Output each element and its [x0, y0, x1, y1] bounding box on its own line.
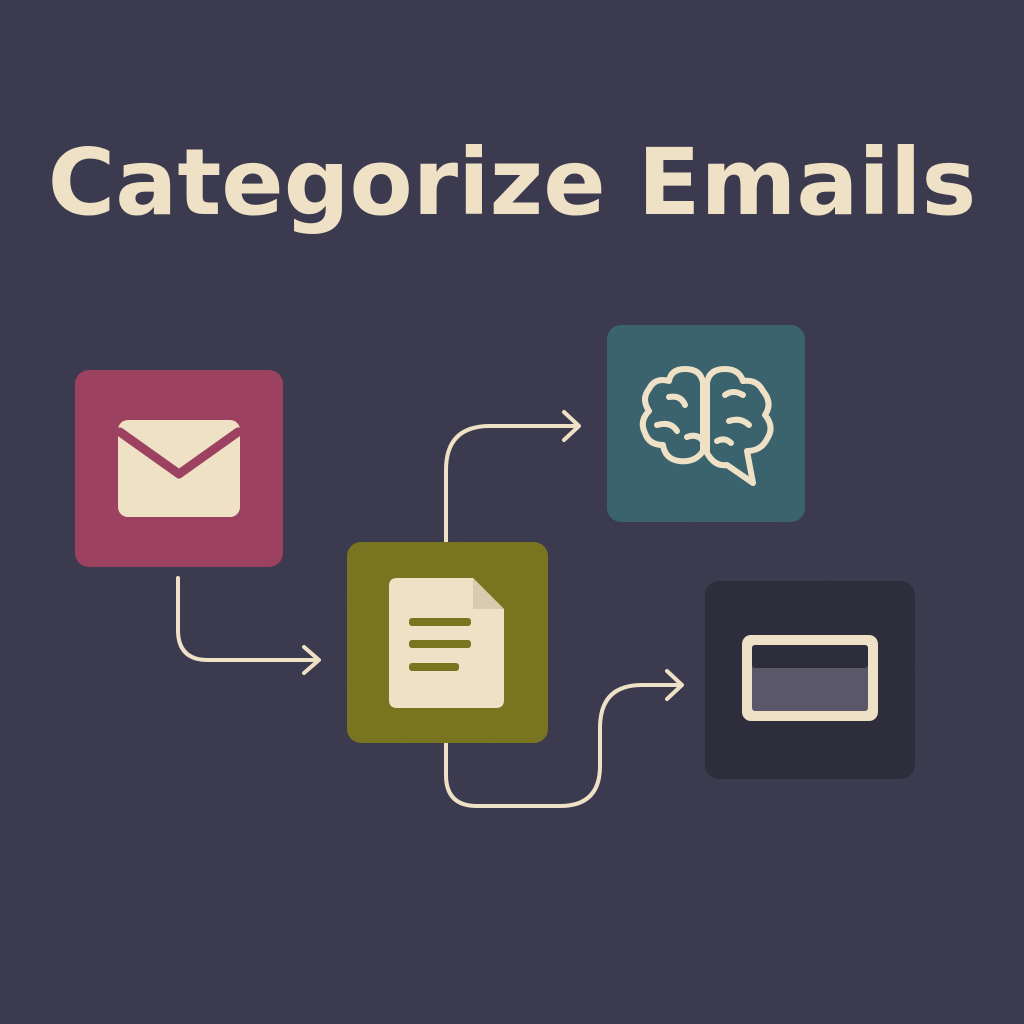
edge-email-to-document: [176, 576, 320, 662]
edge-document-to-brain: [444, 424, 580, 544]
card-node: [705, 581, 915, 779]
diagram-title: Categorize Emails: [47, 129, 977, 236]
document-icon: [389, 578, 504, 708]
arrowhead-document-to-brain: [562, 410, 581, 442]
card-icon: [742, 635, 878, 721]
email-node: [75, 370, 283, 567]
brain-node: [607, 325, 805, 522]
document-node: [347, 542, 548, 743]
brain-chat-icon: [639, 366, 774, 486]
arrowhead-email-to-document: [302, 645, 321, 675]
arrowhead-document-to-card: [665, 669, 684, 701]
envelope-icon: [115, 420, 243, 517]
